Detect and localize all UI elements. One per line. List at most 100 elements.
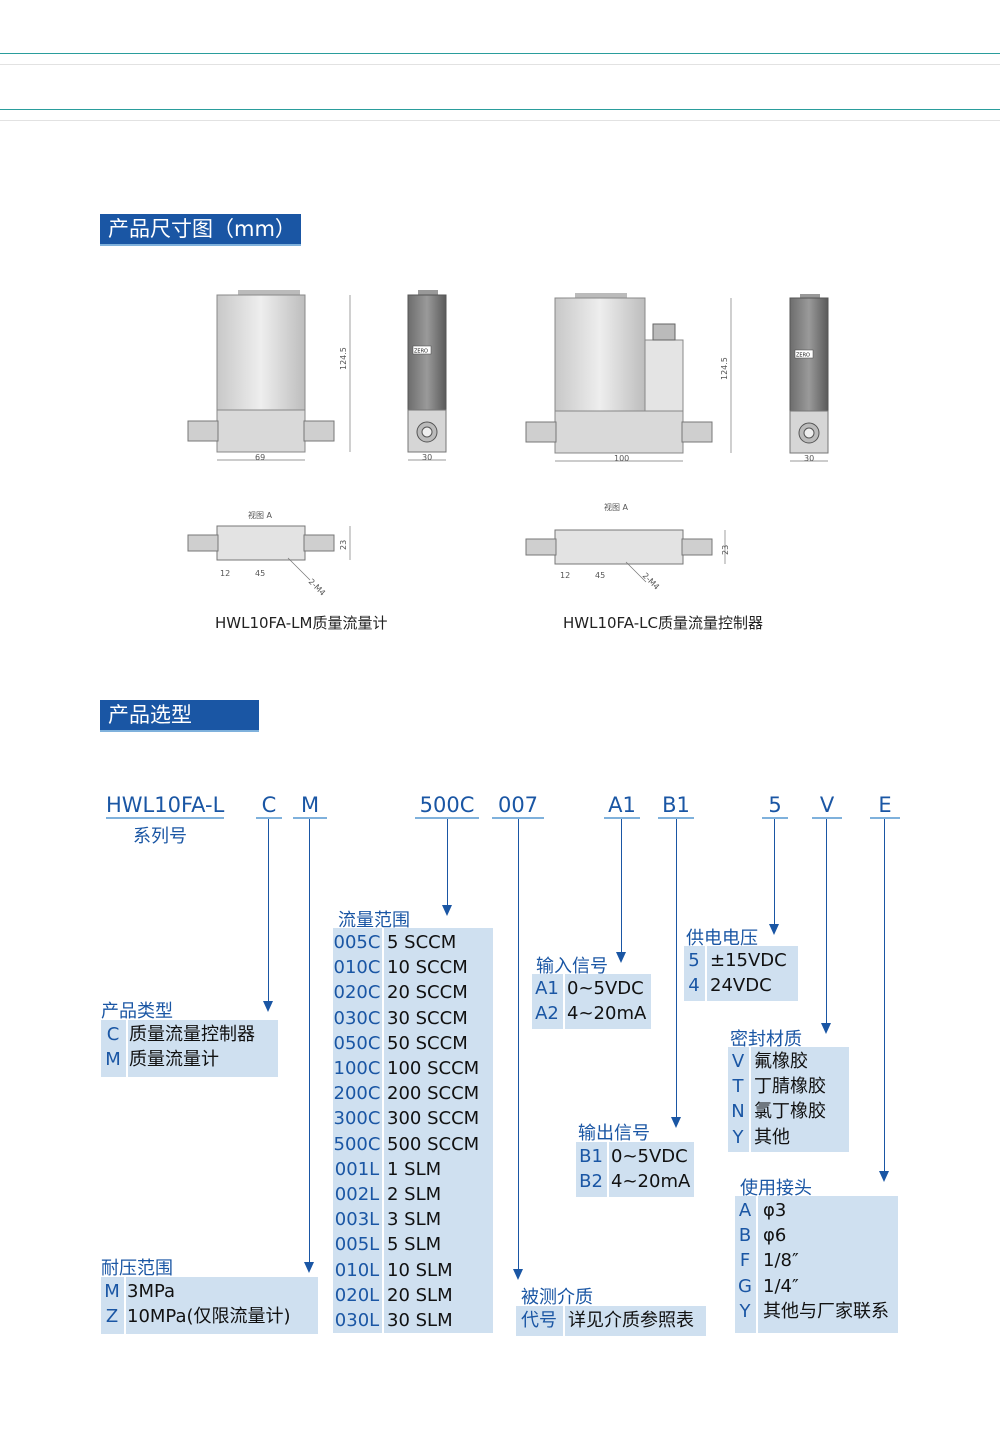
option-code: Y xyxy=(732,1126,744,1148)
option-description: 10 SLM xyxy=(387,1259,453,1281)
option-description: 500 SCCM xyxy=(387,1133,480,1155)
pressure-title: 耐压范围 xyxy=(101,1258,173,1279)
option-description: 3MPa xyxy=(127,1281,176,1302)
option-code: C xyxy=(106,1024,120,1045)
column-separator xyxy=(382,928,384,1333)
dimension-drawings: 124.5 69 ZERO 30 视图 A 23 12 45 2-M4 xyxy=(187,290,829,598)
option-code: A2 xyxy=(535,1003,559,1025)
arrow-line-type xyxy=(268,819,269,1003)
option-code: 050C xyxy=(333,1032,381,1054)
connector-title: 使用接头 xyxy=(740,1178,812,1199)
output-signal-title: 输出信号 xyxy=(578,1123,650,1144)
arrow-head-supply xyxy=(769,924,779,935)
option-code: Y xyxy=(739,1300,751,1322)
input-signal-title: 输入信号 xyxy=(536,956,608,977)
product-type-title: 产品类型 xyxy=(101,1001,173,1022)
code-output: B1 xyxy=(658,793,694,819)
supply-title: 供电电压 xyxy=(686,928,758,949)
option-description: 丁腈橡胶 xyxy=(754,1076,826,1098)
option-code: 010C xyxy=(333,957,381,979)
option-description: 10MPa(仅限流量计) xyxy=(127,1306,291,1328)
dimensions-section-title: 产品尺寸图（mm） xyxy=(100,214,301,246)
option-code: V xyxy=(731,1051,745,1072)
lm-caption: HWL10FA-LM质量流量计 xyxy=(215,614,388,632)
option-description: 10 SCCM xyxy=(387,957,468,979)
option-description: φ3 xyxy=(763,1200,787,1221)
option-description: 质量流量控制器 xyxy=(129,1024,255,1045)
option-code: Z xyxy=(105,1306,119,1328)
header-line-top xyxy=(0,53,1000,54)
option-code: A1 xyxy=(535,978,559,999)
option-code: 300C xyxy=(333,1108,381,1130)
column-separator xyxy=(607,1142,609,1197)
lm-view-label: 视图 A xyxy=(248,510,273,520)
column-separator xyxy=(756,1196,758,1333)
option-description: 2 SLM xyxy=(387,1184,442,1205)
option-description: 其他 xyxy=(754,1126,790,1148)
product-type-box: C 质量流量控制器 M 质量流量计 xyxy=(101,1020,278,1077)
arrow-line-pressure xyxy=(309,819,310,1264)
arrow-line-medium xyxy=(518,819,519,1271)
lc-view-label: 视图 A xyxy=(604,502,629,512)
lc-bottom-height-label: 23 xyxy=(721,545,730,555)
series-code: HWL10FA-L xyxy=(106,793,225,819)
arrow-head-input xyxy=(616,952,626,963)
arrow-line-output xyxy=(676,819,677,1119)
header-line-mid-faint xyxy=(0,120,1000,121)
arrow-line-supply xyxy=(774,819,775,926)
selection-section-title: 产品选型 xyxy=(100,700,259,732)
option-description: 300 SCCM xyxy=(387,1108,480,1130)
seal-box: V 氟橡胶 T 丁腈橡胶 N 氯丁橡胶 Y 其他 xyxy=(728,1047,849,1152)
column-separator xyxy=(705,946,707,1001)
option-code: T xyxy=(732,1076,744,1098)
lc-width-label: 100 xyxy=(614,454,629,463)
lc-bottom-view: 视图 A 23 12 45 2-M4 xyxy=(525,502,730,592)
option-description: 100 SCCM xyxy=(387,1058,480,1079)
arrow-head-output xyxy=(671,1117,681,1128)
column-separator xyxy=(563,1306,565,1336)
lc-side-width-label: 30 xyxy=(804,454,814,463)
lc-brand-badge: ZERO xyxy=(796,353,810,359)
lc-front-view: 124.5 100 xyxy=(525,293,732,463)
option-description: 其他与厂家联系 xyxy=(763,1300,889,1322)
option-description: 质量流量计 xyxy=(129,1049,219,1071)
option-code: 005C xyxy=(333,932,381,953)
lm-brand-badge: ZERO xyxy=(414,349,428,355)
lm-offset-45-label: 45 xyxy=(255,569,265,578)
option-code: M xyxy=(105,1049,121,1071)
option-code: 020C xyxy=(333,982,381,1004)
medium-title: 被测介质 xyxy=(521,1287,593,1308)
header-line-top-faint xyxy=(0,64,1000,65)
code-input: A1 xyxy=(604,793,640,819)
option-description: ±15VDC xyxy=(710,950,787,971)
option-description: 氯丁橡胶 xyxy=(754,1101,826,1123)
lc-hole-label: 2-M4 xyxy=(641,571,661,591)
option-code: B2 xyxy=(579,1171,603,1193)
lc-height-label: 124.5 xyxy=(720,357,729,380)
lm-offset-12-label: 12 xyxy=(220,569,230,578)
option-code: N xyxy=(731,1101,745,1123)
option-description: 1/4″ xyxy=(763,1275,799,1297)
option-code: 002L xyxy=(334,1184,380,1205)
option-description: 氟橡胶 xyxy=(754,1051,808,1072)
code-supply: 5 xyxy=(762,793,788,819)
header-line-mid xyxy=(0,109,1000,110)
arrow-line-input xyxy=(621,819,622,954)
option-code: B xyxy=(738,1225,752,1247)
lc-caption: HWL10FA-LC质量流量控制器 xyxy=(563,614,763,632)
column-separator xyxy=(124,1277,126,1334)
option-description: 详见介质参照表 xyxy=(568,1310,694,1331)
option-code: 030C xyxy=(333,1007,381,1029)
option-description: 30 SCCM xyxy=(387,1007,468,1029)
option-code: 5 xyxy=(688,950,700,971)
medium-box: 代号详见介质参照表 xyxy=(516,1306,706,1336)
code-medium: 007 xyxy=(492,793,544,819)
option-code: F xyxy=(739,1250,751,1272)
arrow-line-connector xyxy=(884,819,885,1173)
option-code: G xyxy=(738,1275,752,1297)
arrow-head-pressure xyxy=(304,1262,314,1273)
option-description: 200 SCCM xyxy=(387,1083,480,1105)
